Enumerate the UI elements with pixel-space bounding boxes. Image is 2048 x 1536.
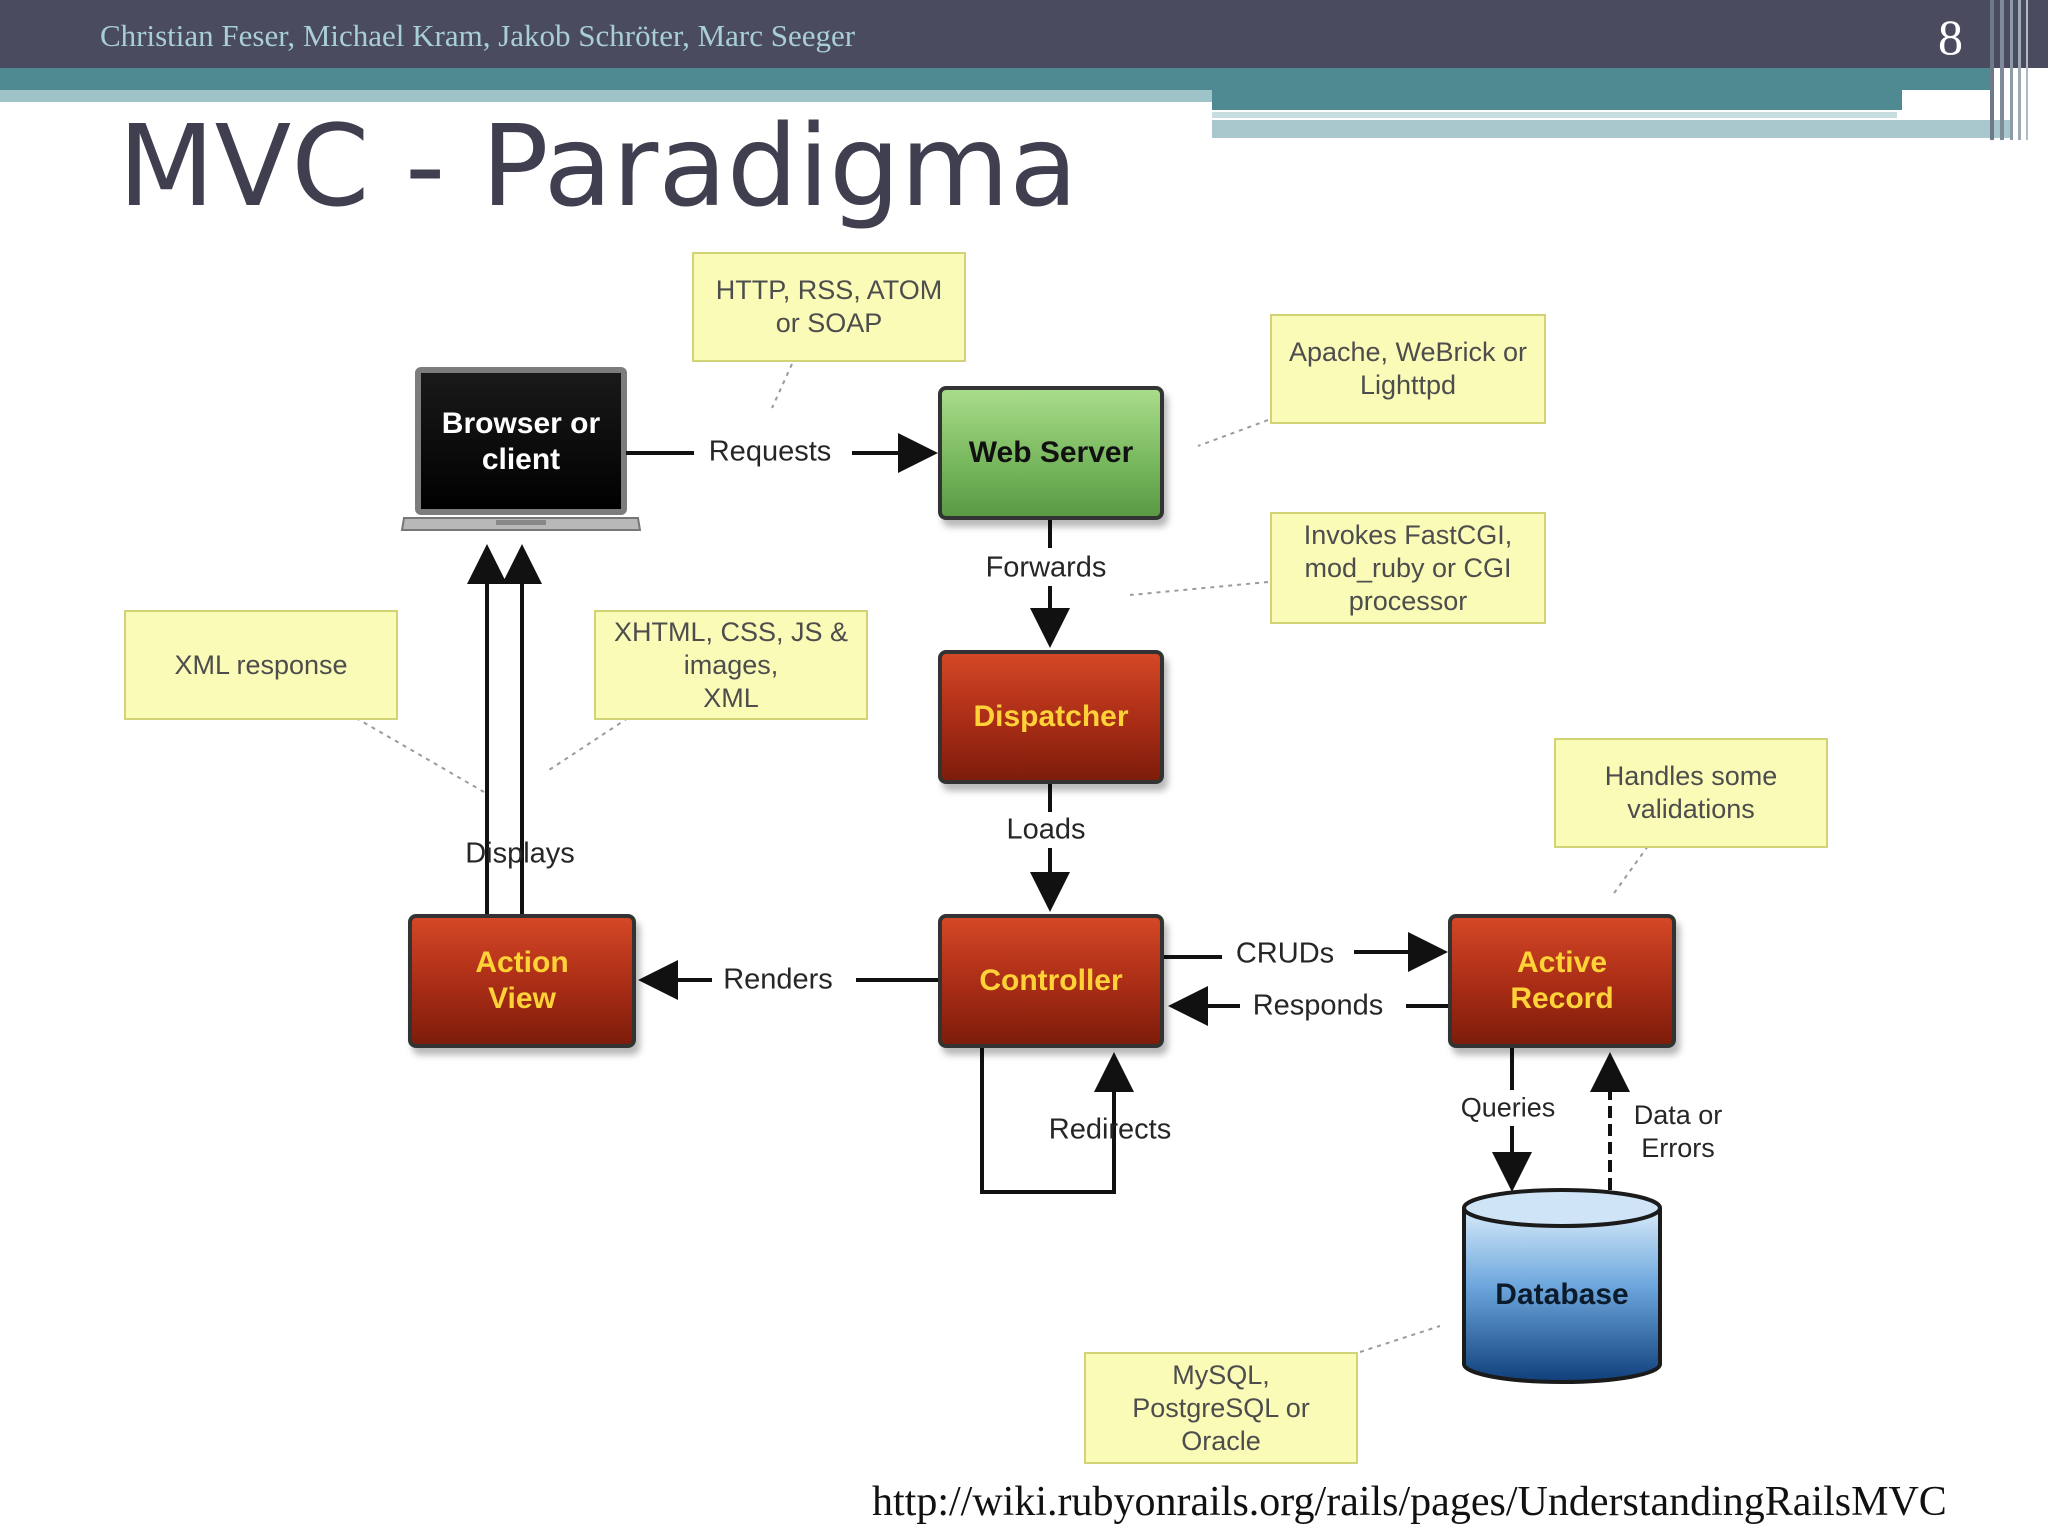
label-requests: Requests (708, 435, 832, 468)
source-url: http://wiki.rubyonrails.org/rails/pages/… (872, 1479, 1947, 1525)
label-redirects: Redirects (1048, 1113, 1172, 1146)
action-view-box: Action View (408, 914, 636, 1048)
label-forwards: Forwards (985, 551, 1107, 584)
label-queries: Queries (1460, 1092, 1556, 1123)
note-invokes: Invokes FastCGI, mod_ruby or CGI process… (1270, 512, 1546, 624)
label-responds: Responds (1252, 989, 1384, 1022)
label-loads: Loads (1006, 813, 1086, 846)
active-record-box: Active Record (1448, 914, 1676, 1048)
note-servers: Apache, WeBrick or Lighttpd (1270, 314, 1546, 424)
laptop-icon (400, 367, 642, 531)
dispatcher-box: Dispatcher (938, 650, 1164, 784)
label-cruds: CRUDs (1235, 937, 1335, 970)
header-bar (0, 0, 2048, 68)
browser-client-label: Browser or client (441, 407, 601, 476)
label-displays: Displays (465, 837, 575, 870)
note-xhtml: XHTML, CSS, JS & images, XML (594, 610, 868, 720)
note-validations: Handles some validations (1554, 738, 1828, 848)
redirects-loop (980, 1044, 1134, 1194)
label-renders: Renders (723, 963, 833, 996)
callout-leaders (355, 363, 1649, 1353)
page-number: 8 (1938, 9, 1963, 65)
web-server-box: Web Server (938, 386, 1164, 520)
header-accent-bars (0, 0, 2028, 140)
database-label: Database (1495, 1278, 1629, 1311)
label-data-or-errors: Data or Errors (1633, 1100, 1723, 1163)
note-xml-response: XML response (124, 610, 398, 720)
slide-title: MVC - Paradigma (118, 102, 1078, 232)
database-cylinder (1462, 1188, 1662, 1384)
author-names: Christian Feser, Michael Kram, Jakob Sch… (100, 18, 856, 53)
note-protocols: HTTP, RSS, ATOM or SOAP (692, 252, 966, 362)
note-databases: MySQL, PostgreSQL or Oracle (1084, 1352, 1358, 1464)
connector-lines (467, 433, 1630, 1194)
controller-box: Controller (938, 914, 1164, 1048)
